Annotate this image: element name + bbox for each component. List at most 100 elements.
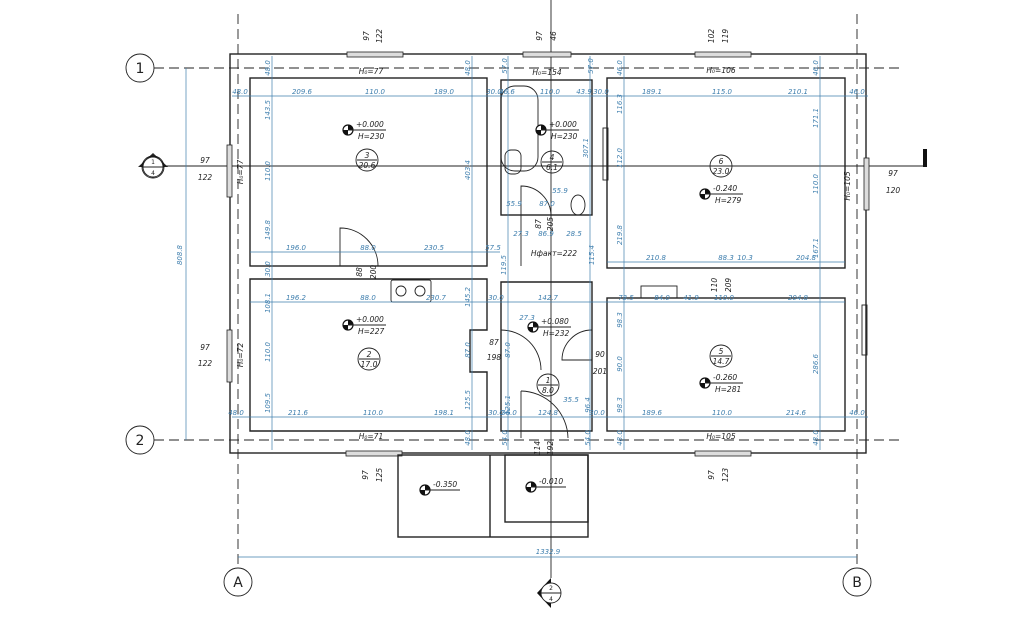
room-level: +0.000 bbox=[356, 315, 384, 324]
dimension-text: 98.3 bbox=[616, 397, 624, 413]
door-height: 205 bbox=[546, 217, 555, 232]
section-sheet: 4 bbox=[549, 596, 553, 603]
dimension-text: 87.0 bbox=[539, 200, 555, 208]
window-height: 122 bbox=[375, 29, 384, 44]
dimension-text: 214.6 bbox=[786, 409, 807, 417]
door-swing bbox=[520, 185, 552, 266]
dimension-text: 55.9 bbox=[552, 187, 568, 195]
dimension-text: 57.0 bbox=[587, 58, 595, 74]
dimension-text: 189.6 bbox=[642, 409, 663, 417]
room-area: 23.0 bbox=[713, 167, 730, 176]
window-width: 97 bbox=[362, 31, 371, 41]
washbasin bbox=[504, 149, 522, 175]
dimension-text: 110.0 bbox=[365, 88, 386, 96]
window bbox=[345, 450, 403, 457]
room-2-outline bbox=[249, 278, 488, 432]
axis-bubble-a bbox=[223, 567, 253, 597]
window-sill-height: H₀=77 bbox=[236, 160, 245, 185]
section-number: 2 bbox=[549, 585, 553, 592]
window bbox=[863, 157, 870, 211]
door-width: 110 bbox=[710, 278, 719, 293]
dimension-text: 30.0 bbox=[488, 409, 504, 417]
dimension-text: 86.9 bbox=[538, 230, 554, 238]
door-height: 200 bbox=[369, 265, 378, 280]
room-tag bbox=[357, 347, 381, 371]
room-tag bbox=[540, 150, 564, 174]
room-tag bbox=[709, 154, 733, 178]
dimension-text: 46.0 bbox=[616, 60, 624, 76]
dimension-text: 167.1 bbox=[812, 238, 820, 258]
dimension-text: 84.0 bbox=[654, 294, 670, 302]
dimension-text: 57.0 bbox=[501, 58, 509, 74]
window-sill-height: H₀=72 bbox=[236, 343, 245, 368]
dimension-text: 403.4 bbox=[464, 160, 472, 180]
porches bbox=[397, 454, 589, 538]
window-width: 102 bbox=[707, 29, 716, 44]
window-sill-height: H₀=105 bbox=[706, 432, 735, 441]
overall-depth: 808.8 bbox=[176, 244, 184, 265]
dimension-text: 211.6 bbox=[288, 409, 309, 417]
window-width: 97 bbox=[200, 343, 210, 352]
door-width: 114 bbox=[533, 441, 542, 456]
dimension-text: 41.9 bbox=[683, 294, 699, 302]
room-tag bbox=[536, 373, 560, 397]
dimension-text: 46.0 bbox=[812, 60, 820, 76]
dimension-text: 88.3 bbox=[718, 254, 734, 262]
door-swing bbox=[520, 390, 569, 439]
window-width: 97 bbox=[200, 156, 210, 165]
room-level: +0.000 bbox=[356, 120, 384, 129]
door-width: 88 bbox=[355, 267, 364, 277]
dimension-text: 210.1 bbox=[788, 88, 808, 96]
section-end-mark bbox=[923, 149, 927, 167]
axis-label-a: A bbox=[233, 575, 243, 591]
dimension-text: 43.9 bbox=[576, 88, 592, 96]
dimension-text: 145.2 bbox=[464, 286, 472, 307]
dimension-text: 116.3 bbox=[616, 94, 624, 114]
axis-label-b: B bbox=[852, 575, 862, 591]
window bbox=[522, 51, 572, 58]
dimension-text: 48.0 bbox=[464, 60, 472, 76]
door-width: 87 bbox=[534, 219, 543, 229]
dimension-text: 189.0 bbox=[434, 88, 455, 96]
porch bbox=[397, 454, 589, 538]
room-height: H=279 bbox=[715, 196, 741, 205]
dimension-text: 307.1 bbox=[582, 138, 590, 158]
dimension-text: 209.6 bbox=[292, 88, 313, 96]
dimension-text: 55.9 bbox=[506, 200, 522, 208]
porch-level: -0.010 bbox=[539, 477, 563, 486]
radiator bbox=[640, 285, 678, 299]
dimension-text: 119.5 bbox=[500, 254, 508, 275]
dimension-text: 109.5 bbox=[264, 392, 272, 413]
dimension-text: 48.0 bbox=[812, 430, 820, 446]
dimension-text: 110.0 bbox=[712, 409, 733, 417]
dimension-text: 196.0 bbox=[286, 244, 307, 252]
axis-bubble-1 bbox=[125, 53, 155, 83]
section-sheet: 4 bbox=[151, 170, 155, 177]
dimension-text: 196.2 bbox=[286, 294, 307, 302]
dimension-text: 54.0 bbox=[584, 430, 592, 446]
room-3-outline bbox=[249, 77, 488, 267]
dimension-text: 30.0 bbox=[593, 88, 609, 96]
overall-width: 1332.9 bbox=[536, 548, 561, 556]
room-height: H=230 bbox=[358, 132, 384, 141]
room-level: -0.240 bbox=[713, 184, 737, 193]
dimension-text: 87.0 bbox=[464, 342, 472, 358]
room-height: H=232 bbox=[543, 329, 569, 338]
dimension-text: 27.3 bbox=[519, 314, 535, 322]
dimension-text: 48.0 bbox=[264, 60, 272, 76]
room-level: +0.080 bbox=[541, 317, 569, 326]
room-level: -0.260 bbox=[713, 373, 737, 382]
room-level: +0.000 bbox=[549, 120, 577, 129]
section-lines bbox=[138, 0, 927, 608]
room-number: 5 bbox=[719, 347, 724, 356]
dimension-text: 46.6 bbox=[499, 88, 515, 96]
room-height: H=230 bbox=[551, 132, 577, 141]
room-tag bbox=[709, 344, 733, 368]
window-width: 97 bbox=[361, 470, 370, 480]
dimension-text: 219.8 bbox=[616, 224, 624, 245]
dimension-text: 98.3 bbox=[616, 312, 624, 328]
dimension-text: 171.1 bbox=[812, 108, 820, 128]
dimension-text: 46.0 bbox=[849, 88, 865, 96]
room-6-outline bbox=[606, 77, 846, 269]
